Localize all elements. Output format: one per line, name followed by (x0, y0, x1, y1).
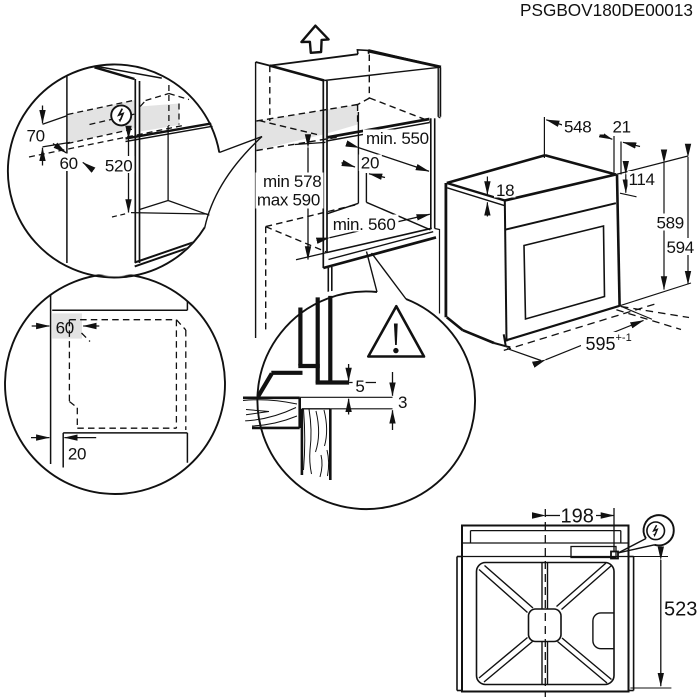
svg-text:548: 548 (564, 117, 591, 136)
svg-text:min 578: min 578 (263, 172, 321, 191)
svg-text:60: 60 (56, 318, 74, 337)
svg-text:+-1: +-1 (616, 332, 632, 344)
svg-text:594: 594 (667, 238, 694, 257)
svg-text:21: 21 (613, 117, 631, 136)
svg-text:max 590: max 590 (257, 191, 320, 210)
svg-text:18: 18 (496, 181, 514, 200)
svg-text:70: 70 (27, 126, 45, 145)
svg-text:60: 60 (60, 154, 78, 173)
svg-text:min. 560: min. 560 (333, 215, 396, 234)
svg-text:min. 550: min. 550 (366, 129, 429, 148)
svg-text:595: 595 (586, 334, 616, 354)
svg-text:520: 520 (105, 156, 132, 175)
svg-text:198: 198 (561, 506, 594, 528)
svg-text:20: 20 (361, 154, 379, 173)
svg-text:114: 114 (629, 170, 655, 189)
svg-text:PSGBOV180DE00013: PSGBOV180DE00013 (520, 0, 693, 20)
svg-text:3: 3 (398, 393, 407, 412)
svg-text:20: 20 (68, 445, 86, 464)
svg-text:5: 5 (355, 377, 364, 396)
svg-text:523: 523 (664, 599, 697, 621)
svg-text:589: 589 (657, 214, 684, 233)
